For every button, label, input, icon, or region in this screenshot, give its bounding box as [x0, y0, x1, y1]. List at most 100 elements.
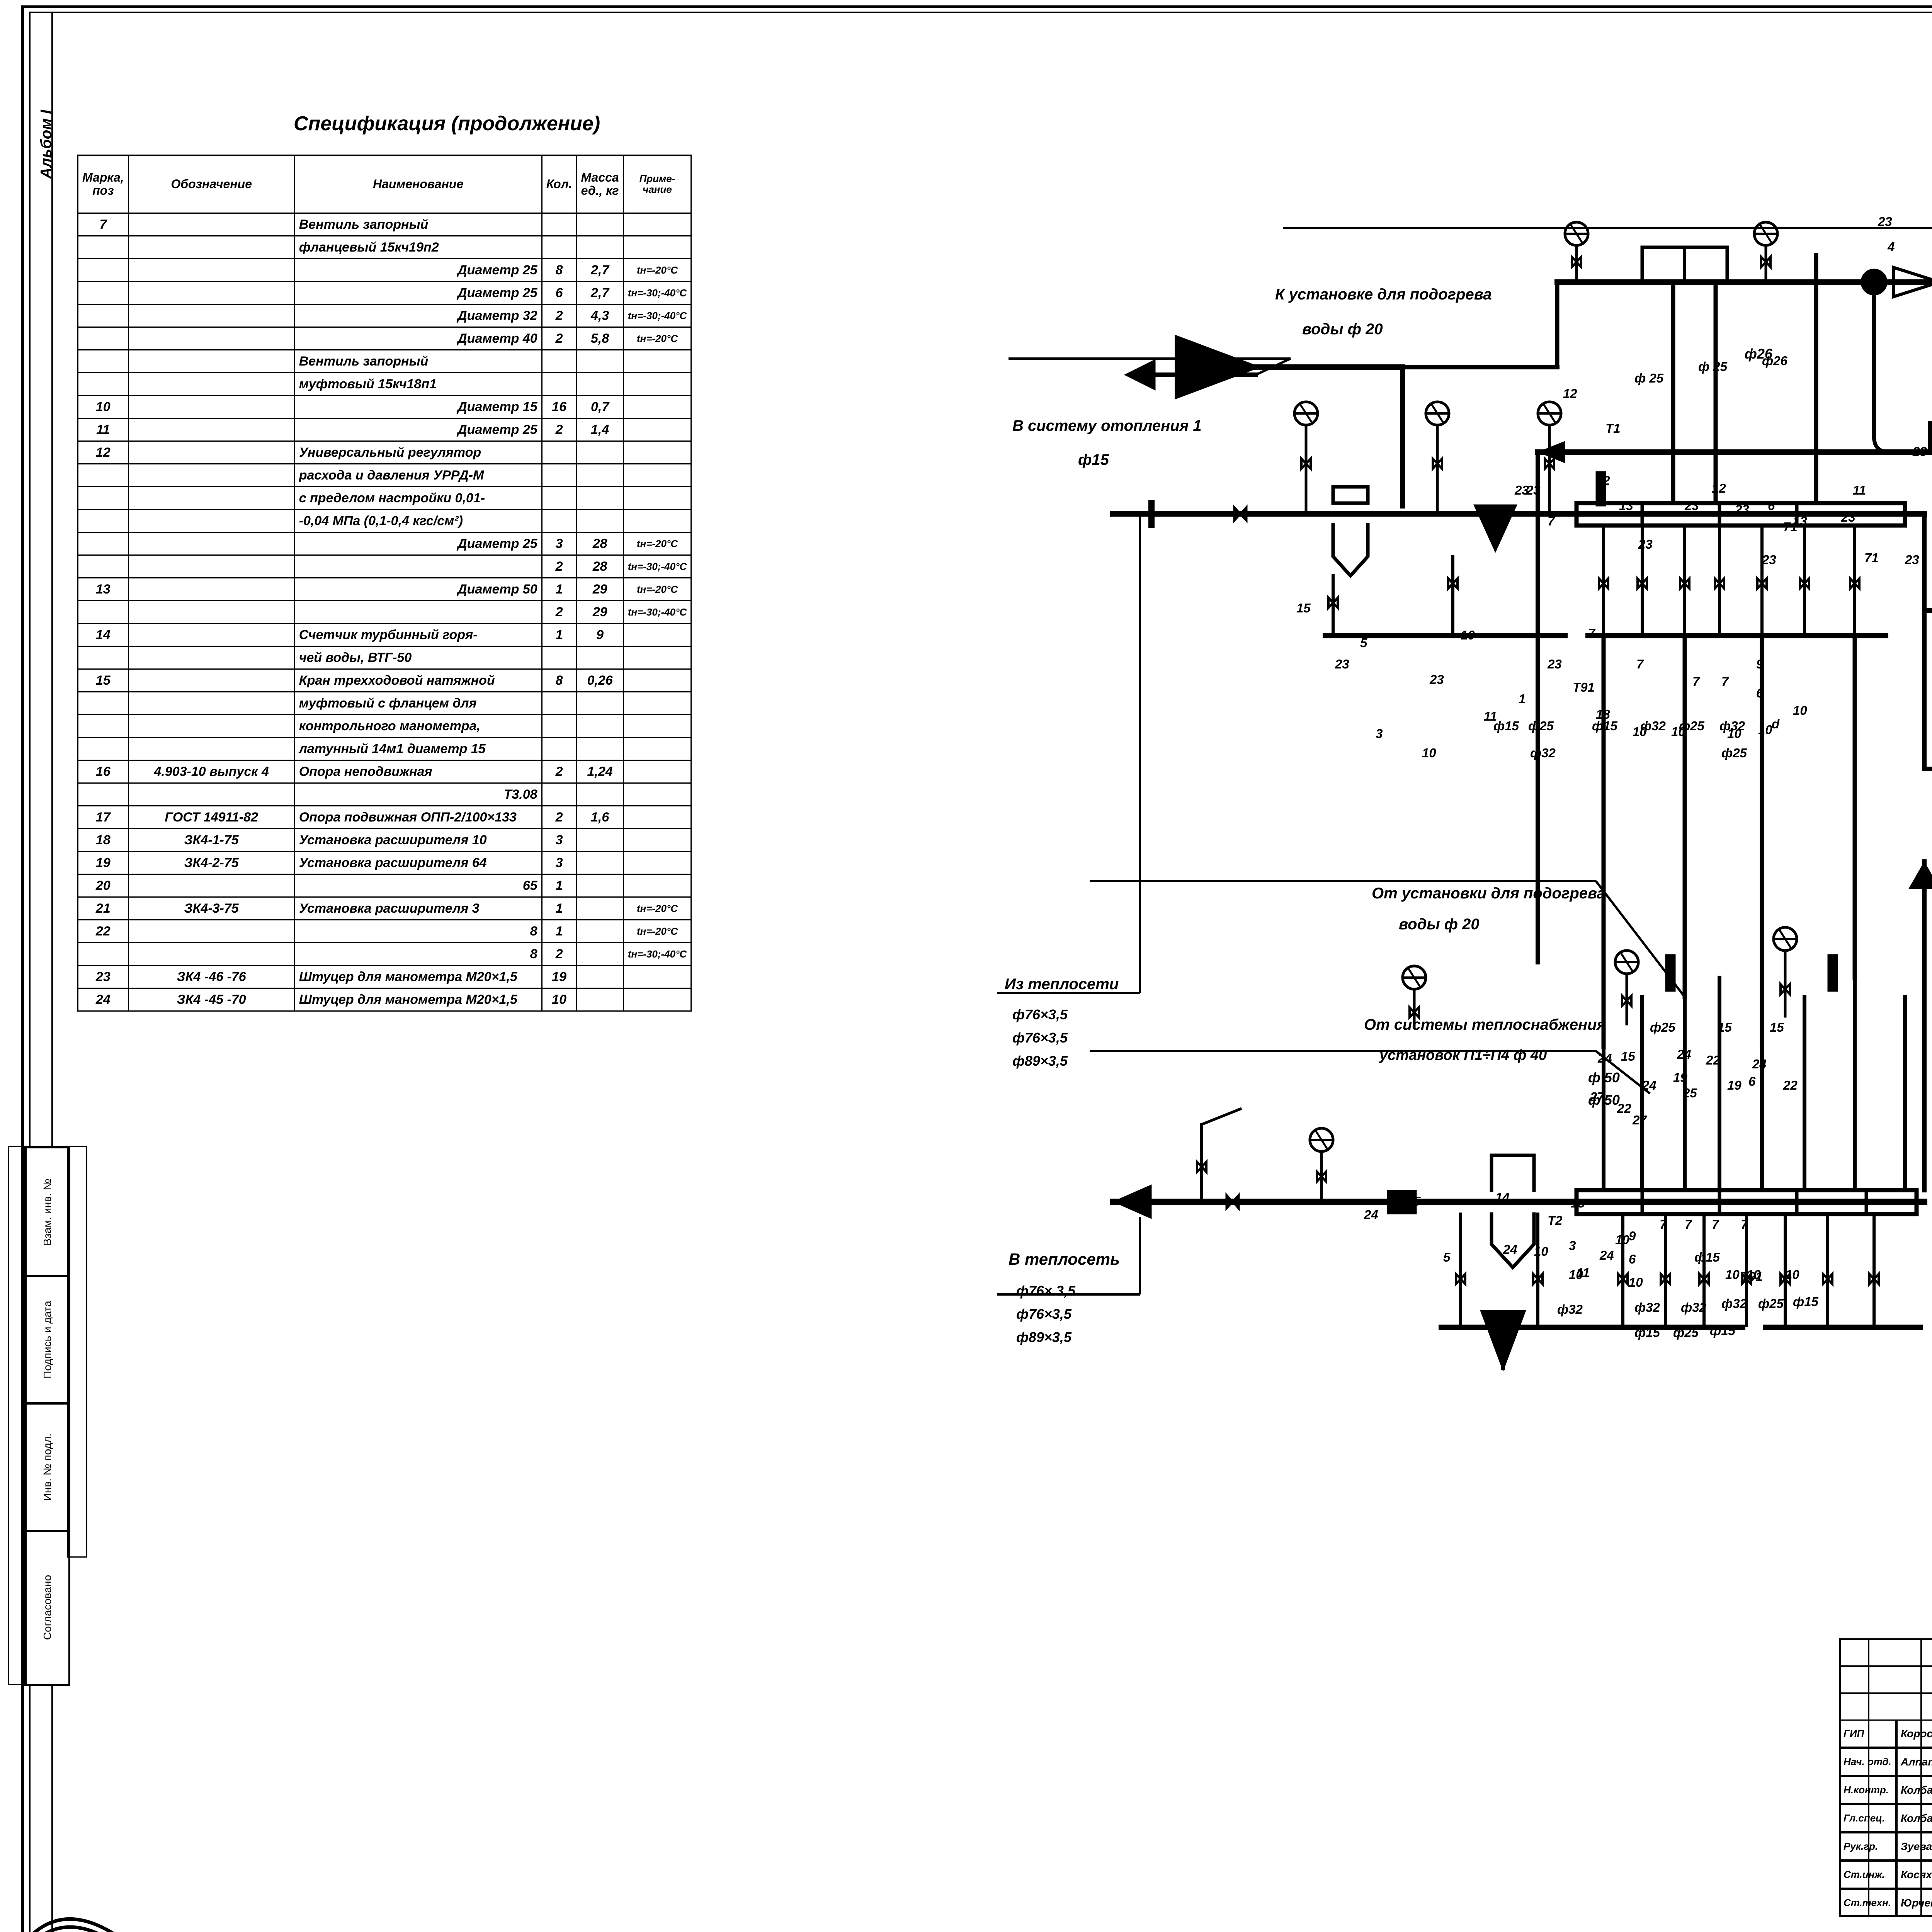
schematic-item-tag: 10 — [1422, 746, 1436, 760]
schematic-item-tag: 6 — [1768, 498, 1775, 513]
spec-header-qty: Кол. — [541, 155, 577, 214]
spec-cell-name: Диаметр 50 — [294, 577, 543, 601]
spec-cell-mark: 7 — [77, 213, 129, 236]
schematic-item-tag: 7 — [1588, 626, 1595, 640]
schematic-item-tag: 10 — [1615, 1233, 1629, 1247]
schematic-item-tag: ф25 — [1679, 719, 1704, 733]
signatory-name: Коростелев — [1896, 1719, 1932, 1748]
schematic-item-tag: 12 — [1712, 481, 1726, 495]
spec-cell-mark — [77, 235, 129, 259]
spec-cell-mark: 17 — [77, 805, 129, 829]
callout-k-ustanovke: К установке для подогрева — [1275, 286, 1492, 303]
schematic-item-tag: 10 — [1758, 723, 1772, 737]
callout-iz-teploseti-d2: ф76×3,5 — [1012, 1030, 1068, 1046]
schematic-item-tag: 23 — [1548, 657, 1562, 671]
schematic-item-tag: 24 — [1677, 1047, 1691, 1061]
spec-table-row: муфтовый с фланцем для — [77, 691, 692, 715]
schematic-item-tag: 14 — [1495, 1190, 1510, 1204]
spec-title: Спецификация (продолжение) — [294, 112, 600, 135]
spec-cell-qty: 2 — [541, 600, 577, 624]
spec-cell-mark: 18 — [77, 828, 129, 852]
fold-mark — [32, 1917, 114, 1932]
schematic-item-tag: ф32 — [1634, 1300, 1660, 1315]
spec-cell-name: Опора неподвижная — [294, 760, 543, 784]
spec-cell-name: контрольного манометра, — [294, 714, 543, 738]
spec-cell-mass — [576, 965, 624, 989]
schematic-item-tag: ф15 — [1793, 1294, 1818, 1309]
spec-cell-qty — [541, 691, 577, 715]
spec-cell-mass — [576, 942, 624, 966]
spec-cell-mark — [77, 281, 129, 305]
spec-cell-note — [622, 235, 692, 259]
spec-cell-mass — [576, 874, 624, 898]
schematic-item-tag: 15 — [1621, 1049, 1635, 1063]
spec-cell-note: tн=-30;-40°С — [622, 281, 692, 305]
schematic-item-tag: 25 — [1683, 1086, 1697, 1100]
spec-cell-mass — [576, 235, 624, 259]
spec-cell-designation — [128, 600, 295, 624]
schematic-item-tag: 5 — [1360, 636, 1367, 650]
spec-cell-name: Установка расширителя 64 — [294, 851, 543, 875]
callout-ot-teplosnab-p: От системы теплоснабжения — [1364, 1016, 1606, 1033]
spec-cell-mark: 24 — [77, 988, 129, 1012]
spec-cell-qty — [541, 349, 577, 373]
spec-cell-designation — [128, 213, 295, 236]
schematic-item-tag: 10 — [1725, 1267, 1740, 1282]
spec-cell-mass: 0,26 — [576, 668, 624, 692]
spec-cell-designation — [128, 668, 295, 692]
revision-grid-h1 — [1839, 1665, 1932, 1667]
spec-cell-note — [622, 372, 692, 396]
spec-cell-name: латунный 14м1 диаметр 15 — [294, 737, 543, 761]
schematic-item-tag: 3 — [1376, 726, 1383, 741]
schematic-item-tag: ф32 — [1681, 1300, 1706, 1315]
signatory-name: Алпатов — [1896, 1748, 1932, 1776]
spec-cell-designation — [128, 235, 295, 259]
spec-cell-name: фланцевый 15кч19п2 — [294, 235, 543, 259]
spec-cell-mark — [77, 782, 129, 806]
spec-cell-mark — [77, 463, 129, 487]
signatories-table: ГИПКоростелевКор12.87Нач. отд.АлпатовАлп… — [1839, 1719, 1932, 1917]
label-f26: ф26 — [1745, 346, 1772, 362]
callout-v-teplosvet-d2: ф76×3,5 — [1016, 1306, 1071, 1322]
spec-cell-designation — [128, 646, 295, 670]
schematic-item-tag: ф25 — [1528, 719, 1554, 733]
schematic-item-tag: 23 — [1878, 214, 1892, 229]
spec-cell-qty — [541, 235, 577, 259]
spec-cell-qty — [541, 440, 577, 464]
spec-cell-qty: 3 — [541, 828, 577, 852]
schematic-item-tag: 6 — [1629, 1252, 1636, 1266]
schematic-item-tag: ф 25 — [1634, 371, 1664, 385]
spec-cell-name: Счетчик турбинный горя- — [294, 623, 543, 647]
revision-grid-v1 — [1868, 1638, 1869, 1917]
schematic-item-tag: 7 — [1660, 1217, 1667, 1231]
spec-cell-mark — [77, 349, 129, 373]
spec-header-mark: Марка, поз — [77, 155, 129, 214]
spec-cell-mark: 23 — [77, 965, 129, 989]
signatory-role: Гл.спец. — [1839, 1804, 1896, 1832]
spec-table-row: расхода и давления УРРД-М — [77, 463, 692, 487]
spec-cell-note — [622, 509, 692, 533]
spec-cell-note: tн=-20°С — [622, 896, 692, 920]
spec-cell-qty: 8 — [541, 668, 577, 692]
spec-cell-qty: 1 — [541, 623, 577, 647]
spec-cell-mass: 28 — [576, 532, 624, 556]
spec-cell-note — [622, 760, 692, 784]
spec-cell-qty: 3 — [541, 532, 577, 556]
spec-cell-qty — [541, 714, 577, 738]
spec-cell-designation — [128, 509, 295, 533]
schematic-item-tag: 23 — [1638, 537, 1653, 551]
left-stamp-tick-column-a — [8, 1146, 26, 1685]
spec-cell-designation — [128, 418, 295, 442]
spec-cell-name: Диаметр 25 — [294, 418, 543, 442]
spec-cell-designation: 4.903-10 выпуск 4 — [128, 760, 295, 784]
spec-cell-designation — [128, 372, 295, 396]
schematic-item-tag: 23 — [1685, 498, 1699, 513]
spec-header-note: Приме- чание — [622, 155, 692, 214]
spec-cell-qty — [541, 737, 577, 761]
schematic-item-tag: 11 — [1577, 1265, 1590, 1280]
